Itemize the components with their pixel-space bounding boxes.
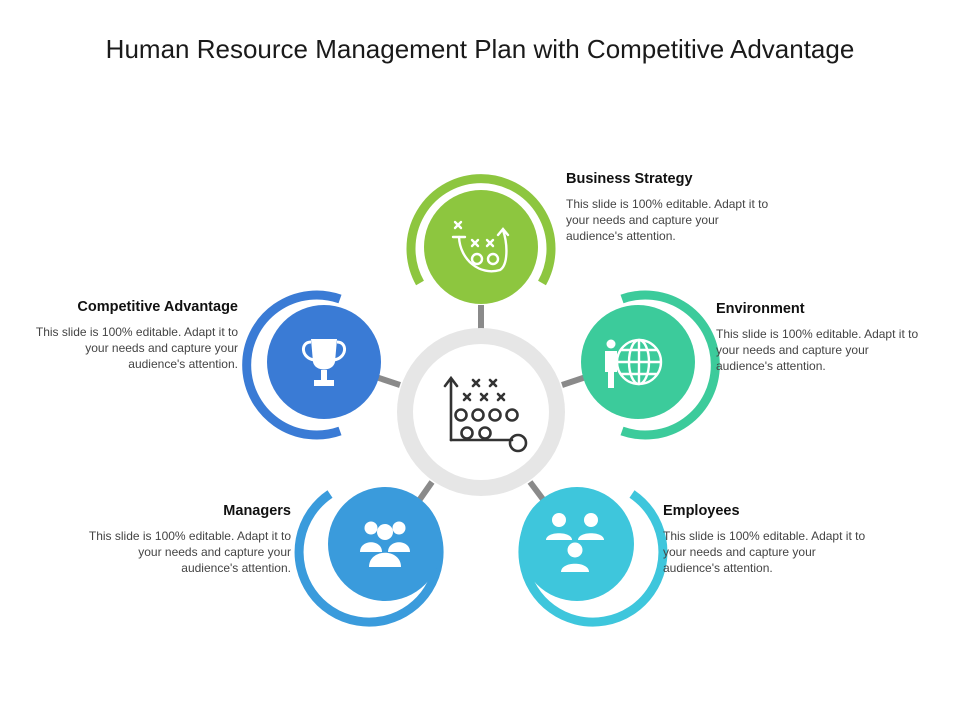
label-employees: Employees This slide is 100% editable. A…: [663, 503, 875, 576]
node-circle: [328, 487, 442, 601]
label-description: This slide is 100% editable. Adapt it to…: [566, 197, 769, 243]
label-title: Business Strategy: [566, 171, 693, 187]
node-circle: [424, 190, 538, 304]
label-title: Managers: [223, 503, 291, 519]
label-description: This slide is 100% editable. Adapt it to…: [716, 327, 919, 373]
node-employees: [518, 487, 668, 627]
strategy-playbook-icon: [443, 375, 528, 453]
node-competitive-advantage: [242, 290, 381, 440]
slide-title: Human Resource Management Plan with Comp…: [105, 34, 855, 64]
label-description: This slide is 100% editable. Adapt it to…: [35, 325, 238, 371]
connector-environment: [561, 374, 587, 388]
employees-group-icon: [546, 513, 604, 572]
managers-group-icon: [360, 521, 410, 567]
center-hub: [397, 328, 565, 496]
label-title: Employees: [663, 503, 740, 519]
label-title: Competitive Advantage: [77, 299, 238, 315]
node-ring: [620, 290, 720, 440]
label-description: This slide is 100% editable. Adapt it to…: [88, 529, 291, 575]
node-managers: [294, 487, 444, 627]
label-business-strategy: Business Strategy This slide is 100% edi…: [566, 171, 778, 244]
node-environment: [581, 290, 720, 440]
person-globe-icon: [605, 338, 663, 388]
label-title: Environment: [716, 301, 805, 317]
label-managers: Managers This slide is 100% editable. Ad…: [79, 503, 291, 576]
trophy-icon: [302, 339, 346, 386]
node-business-strategy: [406, 174, 556, 304]
label-competitive-advantage: Competitive Advantage This slide is 100%…: [26, 299, 238, 372]
label-environment: Environment This slide is 100% editable.…: [716, 301, 928, 374]
connector-competitive-advantage: [375, 374, 401, 388]
label-description: This slide is 100% editable. Adapt it to…: [663, 529, 866, 575]
node-ring: [242, 290, 342, 440]
node-ring: [406, 174, 556, 286]
connector-managers: [415, 480, 435, 504]
strategy-play-icon: [451, 220, 510, 273]
